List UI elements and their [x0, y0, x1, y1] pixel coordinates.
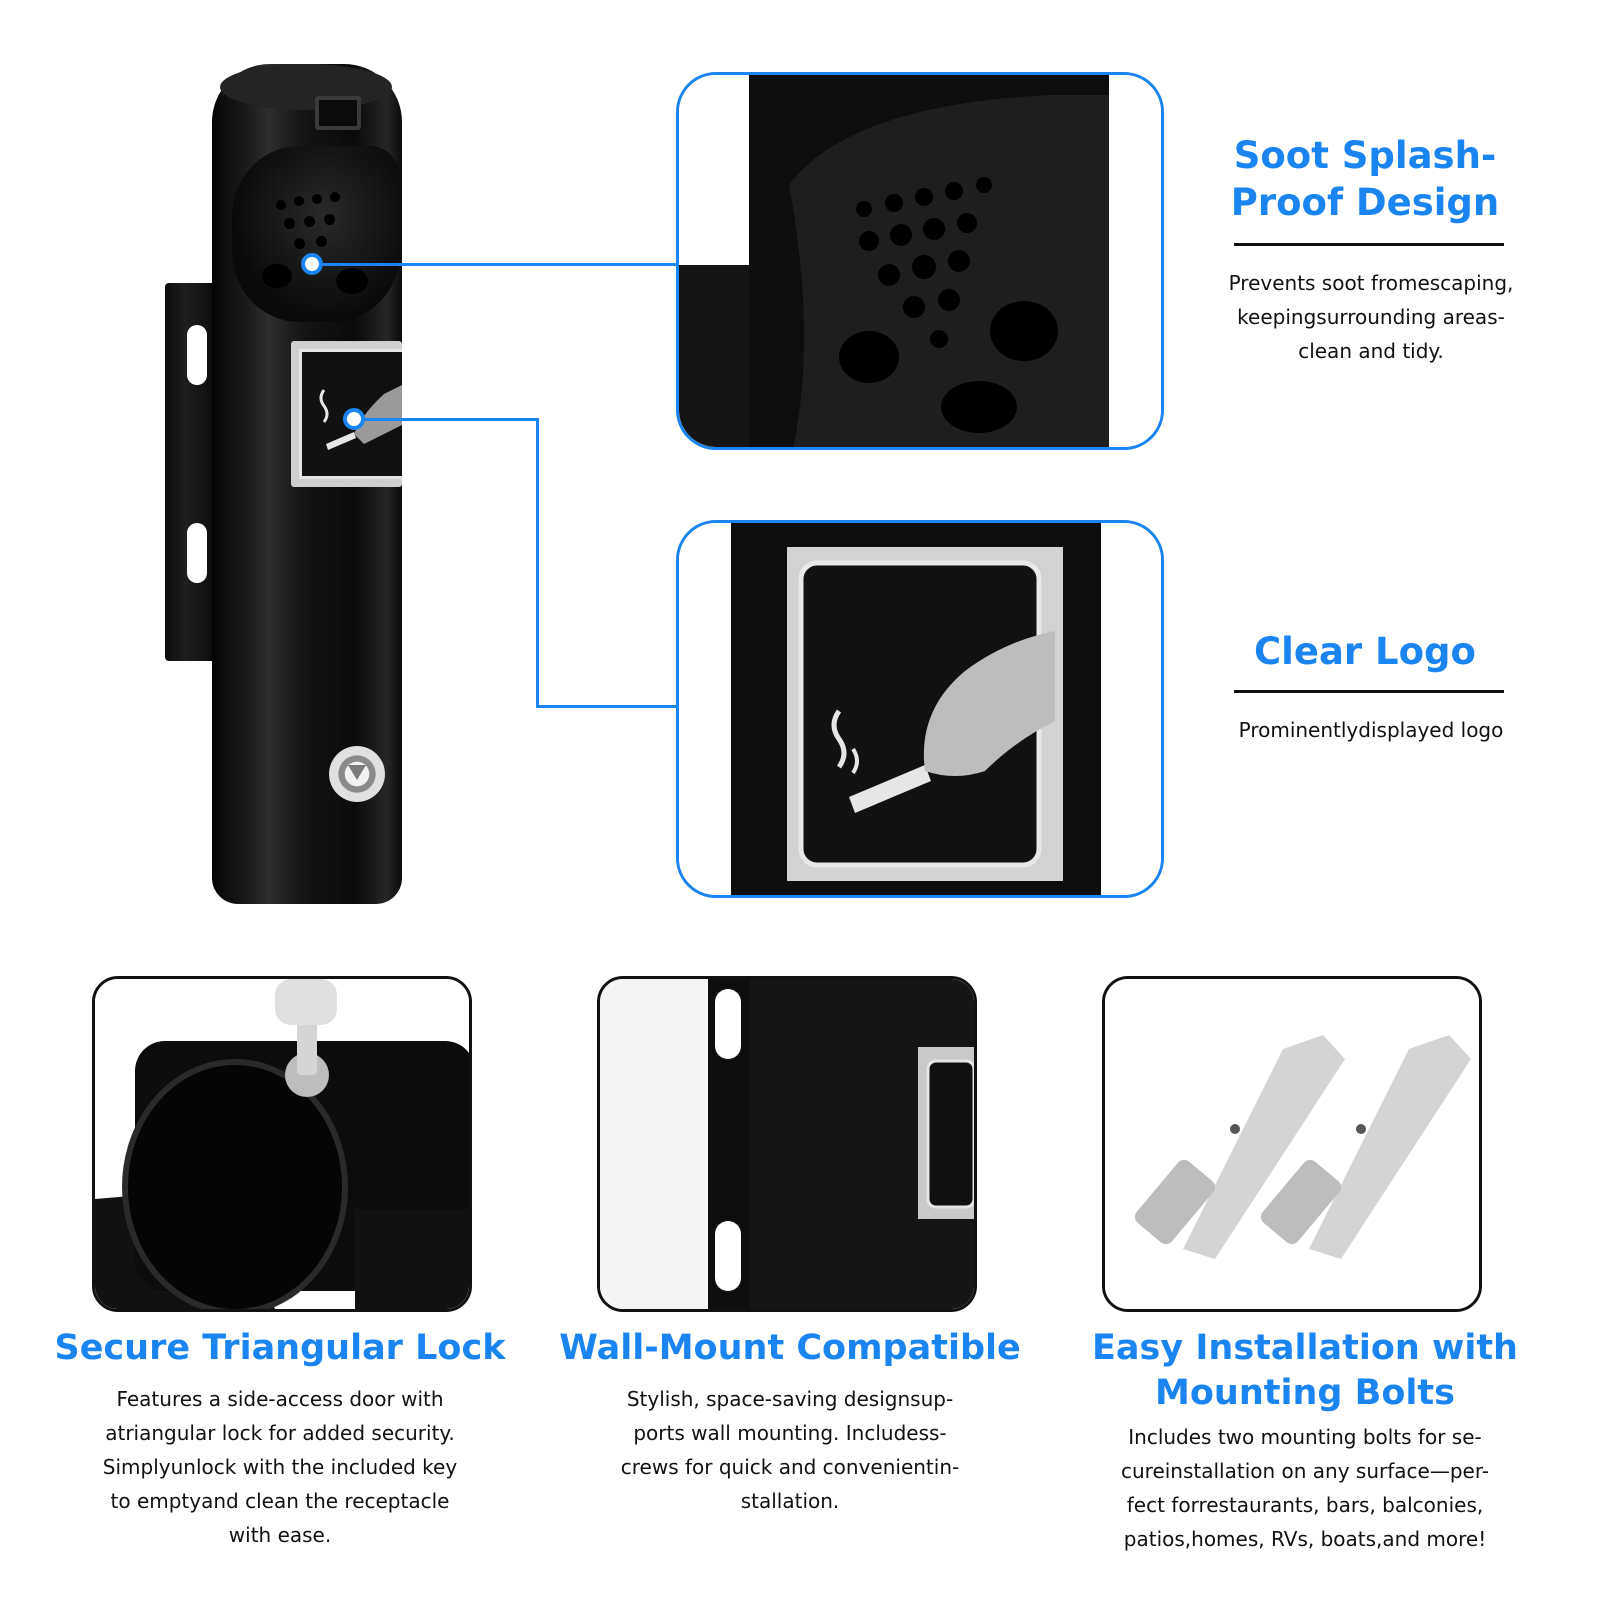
detail-image-bolts — [1102, 976, 1482, 1312]
feature-desc-soot: Prevents soot fromescaping, keepingsurro… — [1228, 271, 1514, 363]
feature-title-wall: Wall-Mount Compatible — [559, 1328, 1021, 1368]
callout-marker-soot — [301, 253, 323, 275]
tube-cap — [220, 64, 392, 110]
divider — [1234, 690, 1504, 693]
feature-title-install: Easy Installation with Mounting Bolts — [1092, 1328, 1518, 1413]
divider — [1234, 243, 1504, 246]
feature-title-lock: Secure Triangular Lock — [54, 1328, 506, 1368]
product-image — [0, 0, 676, 920]
detail-image-wall-mount — [597, 976, 977, 1312]
detail-image-lock — [92, 976, 472, 1312]
connector-line — [365, 418, 539, 421]
vent-slot — [315, 96, 361, 130]
connector-line — [323, 263, 676, 266]
connector-line — [536, 705, 676, 708]
connector-line — [536, 418, 539, 708]
triangular-lock — [329, 746, 385, 802]
feature-desc-install: Includes two mounting bolts for se- cure… — [1120, 1425, 1490, 1551]
feature-title-soot: Soot Splash- Proof Design — [1230, 134, 1500, 225]
wall-bracket — [165, 283, 217, 661]
detail-image-soot — [676, 72, 1164, 450]
feature-desc-logo: Prominentlydisplayed logo — [1238, 718, 1504, 742]
feature-title-logo: Clear Logo — [1254, 630, 1476, 673]
callout-marker-logo — [343, 408, 365, 430]
feature-desc-wall: Stylish, space-saving designsup- ports w… — [620, 1387, 960, 1513]
feature-desc-lock: Features a side-access door with atriang… — [102, 1387, 458, 1547]
detail-image-logo — [676, 520, 1164, 898]
ash-receptacle — [232, 146, 400, 322]
